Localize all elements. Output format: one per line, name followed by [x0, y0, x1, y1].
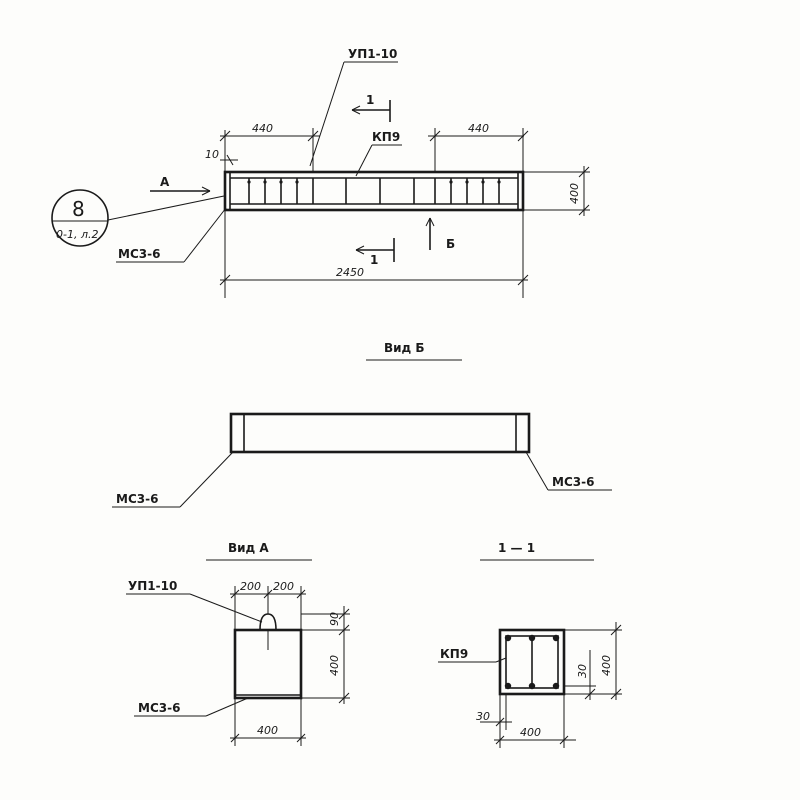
stirrups [248, 178, 500, 204]
section-mark-top: 1 [366, 93, 374, 107]
dim-right-440: 440 [468, 122, 489, 135]
label-up1-10-top: УП1-10 [348, 47, 397, 61]
beam-outline [223, 170, 525, 212]
dim-a-90: 90 [328, 612, 341, 626]
view-a-arrow-label: А [160, 175, 170, 189]
dim-s-400-h: 400 [600, 655, 613, 676]
view-b: Вид Б МС3-6 МС3-6 [112, 341, 612, 508]
dim-a-200-right: 200 [273, 580, 294, 593]
label-ms3-6-vb-right: МС3-6 [552, 475, 594, 489]
section-1-1: 1 — 1 КП9 30 400 30 400 [438, 541, 622, 748]
section-title: 1 — 1 [498, 541, 535, 555]
reference-bubble [51, 189, 109, 247]
reference-sheet: 0-1, л.2 [56, 228, 99, 241]
view-b-arrow-label: Б [446, 237, 455, 251]
label-up1-10-va: УП1-10 [128, 579, 177, 593]
dim-a-400-h: 400 [328, 655, 341, 676]
rebar-dots [247, 180, 501, 184]
dim-s-30-h: 30 [476, 710, 490, 723]
lifting-loop [259, 613, 277, 631]
dim-a-200-left: 200 [240, 580, 261, 593]
view-b-title: Вид Б [384, 341, 425, 355]
label-ms3-6-vb-left: МС3-6 [116, 492, 158, 506]
dim-a-400-w: 400 [257, 724, 278, 737]
reference-number: 8 [72, 197, 85, 221]
section-mark-bottom: 1 [370, 253, 378, 267]
dim-total-2450: 2450 [336, 266, 364, 279]
dim-s-30-v: 30 [576, 664, 589, 678]
label-kp9-top: КП9 [372, 130, 400, 144]
section-outline [498, 628, 566, 696]
dim-cover-10: 10 [205, 148, 219, 161]
label-kp9-section: КП9 [440, 647, 468, 661]
dim-height-400: 400 [568, 183, 581, 204]
label-ms3-6-elev: МС3-6 [118, 247, 160, 261]
dim-s-400-w: 400 [520, 726, 541, 739]
dim-left-440: 440 [252, 122, 273, 135]
label-ms3-6-va: МС3-6 [138, 701, 180, 715]
view-a: Вид А 200 200 90 400 400 [126, 541, 350, 746]
view-b-beam [229, 412, 531, 454]
view-a-title: Вид А [228, 541, 269, 555]
beam-elevation: 440 440 10 400 2450 УП1-10 КП9 [51, 47, 590, 298]
